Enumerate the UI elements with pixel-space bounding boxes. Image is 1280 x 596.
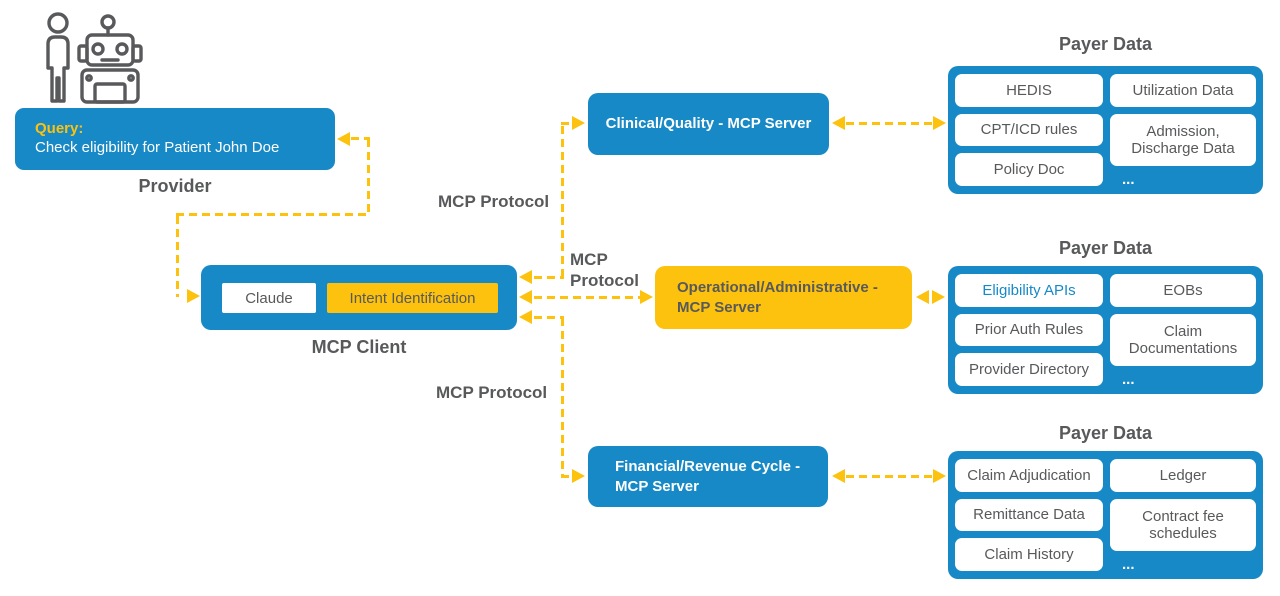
payer-data-title: Payer Data [1058, 34, 1153, 54]
arrow-line [561, 122, 574, 125]
chip-provider-directory: Provider Directory [955, 353, 1103, 387]
arrow-financial-payer-left [832, 469, 845, 483]
provider-query-box: Query: Check eligibility for Patient Joh… [15, 108, 335, 170]
arrow-into-financial-server [572, 469, 585, 483]
arrow-operational-payer-right [932, 290, 945, 304]
arrow-into-client-top [519, 270, 532, 284]
mcp-client-box: Claude Intent Identification [201, 265, 517, 330]
chip-claim-documentations: Claim Documentations [1110, 314, 1256, 366]
query-text: Check eligibility for Patient John Doe [35, 139, 280, 156]
arrow-into-operational-server [640, 290, 653, 304]
provider-caption: Provider [138, 176, 212, 196]
chip-policy-doc: Policy Doc [955, 153, 1103, 187]
chip-hedis: HEDIS [955, 74, 1103, 107]
payer-data-panel-operational: Eligibility APIs Prior Auth Rules Provid… [948, 266, 1263, 394]
arrow-operational-payer-left [916, 290, 929, 304]
arrow-line [561, 318, 564, 476]
person-icon [46, 12, 70, 103]
chip-admission-discharge-data: Admission, Discharge Data [1110, 114, 1256, 166]
arrow-into-clinical-server [572, 116, 585, 130]
claude-chip: Claude [222, 283, 316, 313]
ellipsis-more: ... [1122, 371, 1135, 388]
ellipsis-more: ... [1122, 171, 1135, 188]
arrow-line [534, 316, 564, 319]
payer-data-panel-financial: Claim Adjudication Remittance Data Claim… [948, 451, 1263, 579]
arrow-line [561, 126, 564, 278]
arrow-line [367, 139, 370, 216]
arrow-into-client-bottom [519, 310, 532, 324]
payer-data-title: Payer Data [1058, 423, 1153, 443]
arrow-line [176, 213, 370, 216]
intent-identification-chip: Intent Identification [327, 283, 498, 313]
chip-eobs: EOBs [1110, 274, 1256, 307]
mcp-protocol-label-clinical: MCP Protocol [438, 192, 550, 211]
chip-claim-history: Claim History [955, 538, 1103, 572]
chip-cpt-icd-rules: CPT/ICD rules [955, 113, 1103, 147]
arrow-line [176, 216, 179, 297]
payer-data-panel-clinical: HEDIS CPT/ICD rules Policy Doc Utilizati… [948, 66, 1263, 194]
arrow-line [846, 475, 934, 478]
provider-icons [38, 8, 148, 104]
chip-eligibility-apis: Eligibility APIs [955, 274, 1103, 307]
payer-data-title: Payer Data [1058, 238, 1153, 258]
arrow-line [561, 475, 574, 478]
mcp-protocol-label-financial: MCP Protocol [436, 383, 548, 402]
arrow-line [846, 122, 934, 125]
ellipsis-more: ... [1122, 556, 1135, 573]
mcp-client-caption: MCP Client [311, 337, 407, 357]
robot-icon [77, 14, 143, 104]
arrow-line [534, 276, 564, 279]
chip-utilization-data: Utilization Data [1110, 74, 1256, 107]
clinical-quality-mcp-server: Clinical/Quality - MCP Server [588, 93, 829, 155]
chip-claim-adjudication: Claim Adjudication [955, 459, 1103, 492]
financial-revenue-cycle-mcp-server: Financial/Revenue Cycle - MCP Server [588, 446, 828, 507]
arrow-line [351, 137, 370, 140]
chip-prior-auth-rules: Prior Auth Rules [955, 313, 1103, 347]
arrow-into-client-middle [519, 290, 532, 304]
query-label: Query: [35, 120, 84, 138]
arrow-into-query-box [337, 132, 350, 146]
mcp-protocol-label-operational: MCP Protocol [570, 250, 639, 291]
arrow-line [534, 296, 641, 299]
chip-remittance-data: Remittance Data [955, 498, 1103, 532]
chip-ledger: Ledger [1110, 459, 1256, 492]
operational-administrative-mcp-server: Operational/Administrative - MCP Server [655, 266, 912, 329]
arrow-clinical-payer-left [832, 116, 845, 130]
chip-contract-fee-schedules: Contract fee schedules [1110, 499, 1256, 551]
arrow-financial-payer-right [933, 469, 946, 483]
arrow-into-mcp-client [187, 289, 200, 303]
arrow-clinical-payer-right [933, 116, 946, 130]
